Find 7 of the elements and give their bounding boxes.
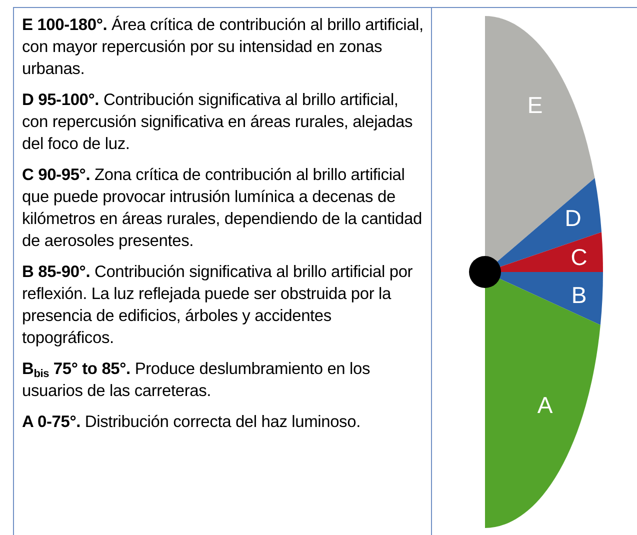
light-source-dot	[469, 256, 501, 288]
description-paragraph: A 0-75°. Distribución correcta del haz luminoso.	[22, 412, 362, 433]
description-paragraph: D 95-100°. Contribución significativa al brillo artificial, con repercusión significativa en áreas rurales, alejadas del foco de luz.	[22, 90, 414, 155]
description-paragraph: E 100-180°. Área crítica de contribución al brillo artificial, con mayor repercusión por su intensidad en zonas urbanas.	[22, 14, 424, 80]
description-paragraph: C 90-95°. Zona crítica de contribución al brillo artificial que puede provocar intrusión lumínica a decenas de kilómetros en áreas rurales, dependiendo de la cantidad de aerosoles presentes.	[22, 165, 423, 252]
description-paragraph: B 85-90°. Contribución significativa al brillo artificial por reflexión. La luz reflejada puede ser obstruida por la presencia de edificios, árboles y accidentes topográficos.	[22, 262, 414, 349]
description-paragraph: B$_{bis}$ 75° to 85°. Produce deslumbramiento en los usuarios de las carreteras.	[22, 359, 372, 402]
